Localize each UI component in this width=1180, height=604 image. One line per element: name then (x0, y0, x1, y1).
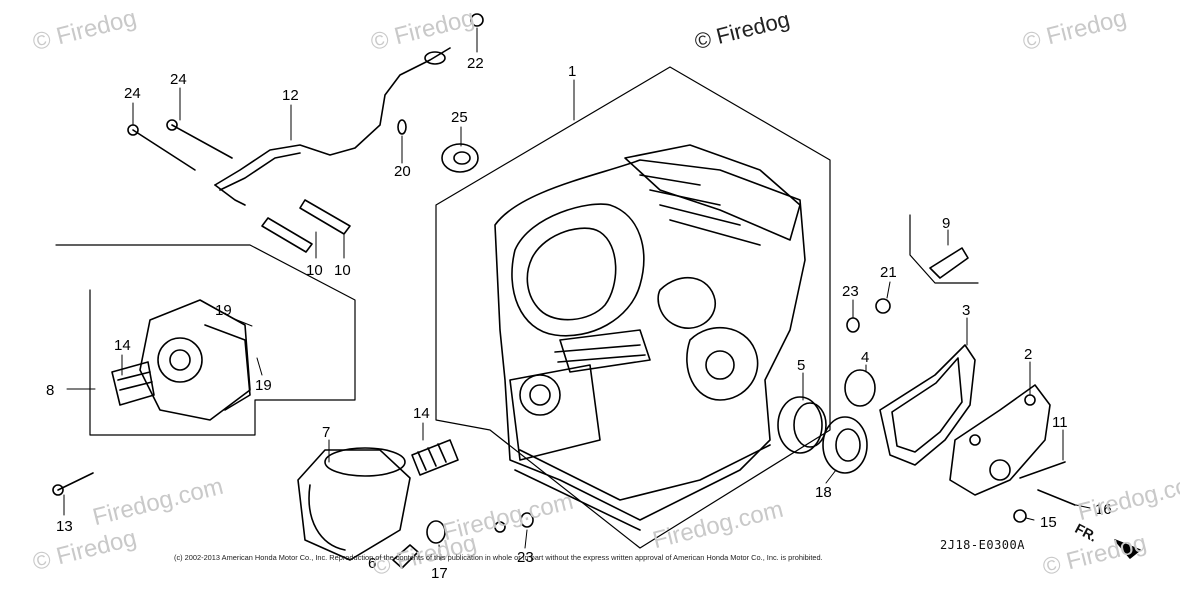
callout-19b: 19 (255, 377, 272, 394)
callout-1: 1 (568, 63, 576, 80)
bolt-16 (1037, 489, 1076, 506)
callout-5: 5 (797, 357, 805, 374)
callout-24a: 24 (124, 85, 141, 102)
plug-cap (844, 369, 876, 407)
bolt-6 (392, 544, 419, 569)
assembly-boundary (435, 66, 831, 549)
copyright-notice: (c) 2002-2013 American Honda Motor Co., … (174, 553, 823, 562)
filter-base (139, 299, 251, 421)
front-arrow (1114, 539, 1141, 559)
callout-21: 21 (880, 264, 897, 281)
wire-harness (214, 47, 451, 206)
bolt-24-left (132, 129, 196, 171)
bearing (777, 396, 827, 454)
filter-base-boundary (55, 244, 356, 436)
washer-23-right (846, 317, 860, 333)
callout-6: 6 (368, 555, 376, 572)
callout-11: 11 (1052, 414, 1068, 431)
callout-15: 15 (1040, 514, 1057, 531)
callout-9: 9 (942, 215, 950, 232)
oil-seal (822, 416, 868, 474)
bolt-head (494, 521, 506, 533)
callout-16: 16 (1095, 501, 1112, 518)
bolt-24-right (171, 124, 233, 159)
washer-17 (426, 520, 446, 544)
callout-7: 7 (322, 424, 330, 441)
callout-25: 25 (451, 109, 468, 126)
washer-20 (397, 119, 407, 135)
diagram-code: 2J18-E0300A (940, 538, 1025, 552)
bolt-head (166, 119, 178, 131)
callout-19a: 19 (215, 302, 232, 319)
callout-24b: 24 (170, 71, 187, 88)
callout-12: 12 (282, 87, 299, 104)
bearing-25 (441, 143, 479, 173)
washer-23-center (520, 512, 534, 528)
callout-23b: 23 (842, 283, 859, 300)
callout-14b: 14 (413, 405, 430, 422)
callout-8: 8 (46, 382, 54, 399)
oil-nipple (411, 439, 459, 476)
gasket (879, 344, 976, 466)
callout-20: 20 (394, 163, 411, 180)
callout-2: 2 (1024, 346, 1032, 363)
clip-11 (1019, 461, 1066, 479)
callout-17: 17 (431, 565, 448, 582)
callout-3: 3 (962, 302, 970, 319)
bolt-15 (1013, 509, 1027, 523)
oil-nipple-left (111, 361, 155, 406)
nut-22 (470, 13, 484, 27)
oil-filter (297, 447, 411, 561)
callout-14a: 14 (114, 337, 131, 354)
callout-22: 22 (467, 55, 484, 72)
callout-10a: 10 (306, 262, 323, 279)
sensor-boundary (909, 214, 979, 284)
callout-18: 18 (815, 484, 832, 501)
sensor (929, 247, 969, 279)
callout-10b: 10 (334, 262, 351, 279)
bolt-head (52, 484, 64, 496)
bolt-21 (875, 298, 891, 314)
dowel-pins (261, 199, 351, 253)
leader-lines (63, 27, 1091, 561)
callout-4: 4 (861, 349, 869, 366)
crankcase (494, 144, 806, 531)
breather-cover (949, 384, 1051, 496)
callout-23a: 23 (517, 549, 534, 566)
bolt-13 (57, 472, 94, 491)
callout-13: 13 (56, 518, 73, 535)
